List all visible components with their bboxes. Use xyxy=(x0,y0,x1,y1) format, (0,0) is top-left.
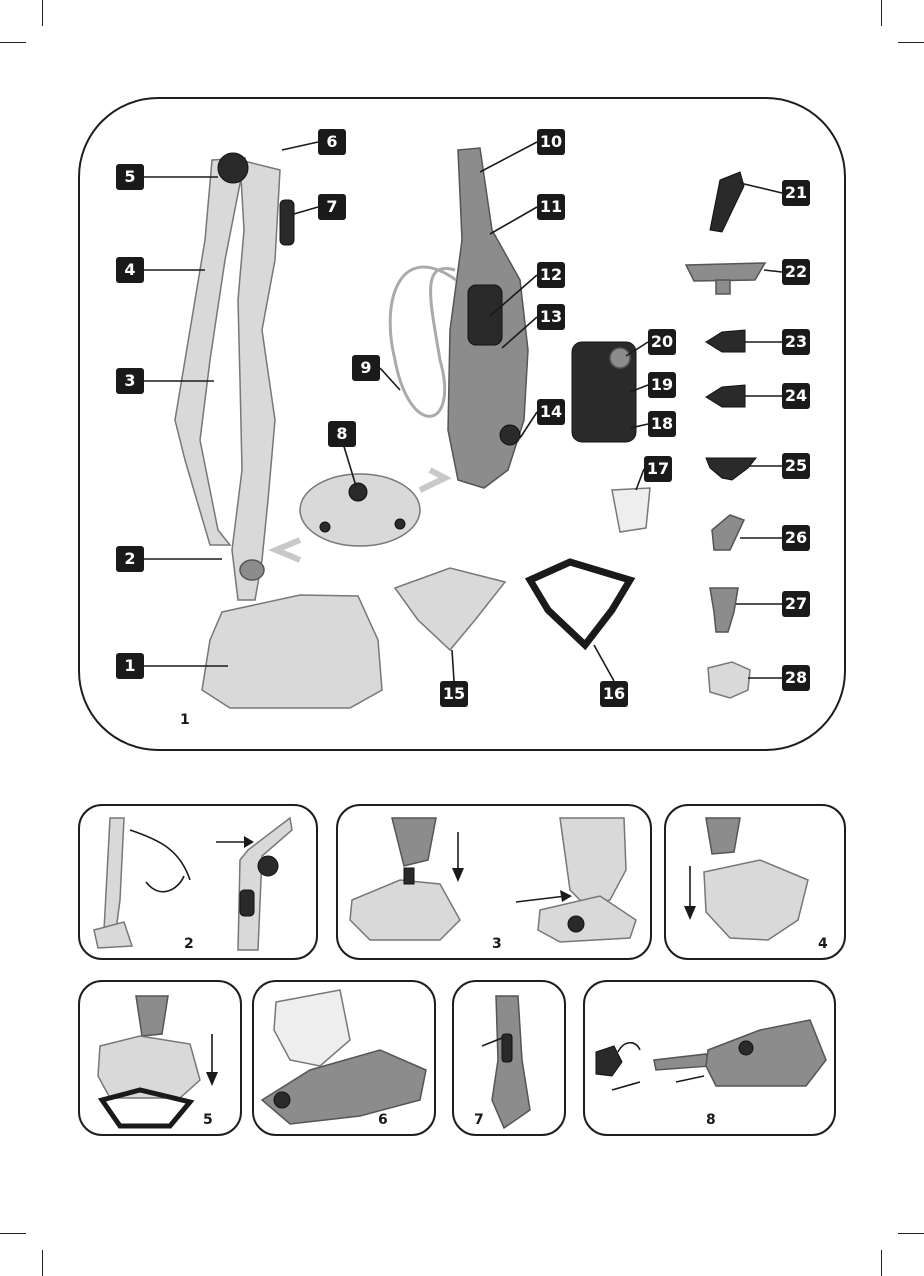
step-number-2: 2 xyxy=(184,936,194,952)
step-number-4: 4 xyxy=(818,936,828,952)
step-number-3: 3 xyxy=(492,936,502,952)
step-number-7: 7 xyxy=(474,1112,484,1128)
step-number-6: 6 xyxy=(378,1112,388,1128)
step-number-8: 8 xyxy=(706,1112,716,1128)
step-number-5: 5 xyxy=(203,1112,213,1128)
